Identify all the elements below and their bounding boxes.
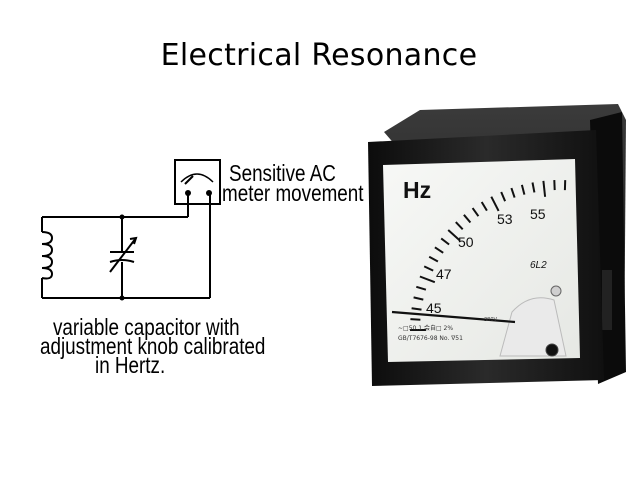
meter-fine-print-1: ~□50.1 会自□ 2% xyxy=(398,324,453,332)
meter-adjust-screw xyxy=(550,285,562,297)
scale-tick xyxy=(510,187,516,198)
meter-arc xyxy=(180,173,214,183)
scale-tick xyxy=(447,229,461,242)
meter-unit-label: Hz xyxy=(403,177,431,203)
meter-symbol-box xyxy=(174,159,221,205)
scale-label-45: 45 xyxy=(426,300,442,316)
meter-scale-ticks xyxy=(410,180,567,331)
scale-label-53: 53 xyxy=(497,211,513,227)
scale-tick xyxy=(419,275,436,284)
meter-pivot-cover xyxy=(499,297,567,357)
meter-knob xyxy=(545,343,559,357)
scale-tick xyxy=(500,191,507,202)
meter-fine-print-2: GB/T7676-98 No. ∇51 xyxy=(398,335,463,342)
meter-model-label: 6L2 xyxy=(530,260,547,271)
scale-tick xyxy=(490,196,500,212)
scale-tick xyxy=(480,201,488,212)
scale-tick xyxy=(463,214,472,224)
scale-tick xyxy=(434,246,444,254)
scale-tick xyxy=(542,180,547,197)
scale-tick xyxy=(471,207,480,217)
meter-fine-print-3: 380V xyxy=(484,317,498,323)
scale-tick xyxy=(410,318,421,321)
resonance-circuit-diagram xyxy=(41,159,221,301)
capacitor-variable-arrow xyxy=(109,237,137,273)
scale-tick xyxy=(413,296,424,301)
capacitor-label-line1: variable capacitor with xyxy=(53,314,240,340)
capacitor-plate-bottom xyxy=(109,259,135,263)
slide-title: Electrical Resonance xyxy=(160,38,478,73)
capacitor-label-line3: in Hertz. xyxy=(95,352,166,378)
meter-side-slot xyxy=(602,270,612,330)
meter-label-line2: meter movement xyxy=(222,180,364,206)
scale-label-55: 55 xyxy=(530,206,546,222)
meter-needle xyxy=(184,175,194,185)
scale-label-47: 47 xyxy=(436,266,452,282)
scale-tick xyxy=(455,221,464,230)
scale-tick xyxy=(531,182,536,193)
meter-label-line1: Sensitive AC xyxy=(229,160,336,186)
capacitor-arrow-head xyxy=(129,236,138,245)
scale-tick xyxy=(520,184,526,195)
scale-tick xyxy=(440,237,450,246)
scale-tick xyxy=(411,307,422,311)
scale-tick xyxy=(416,285,427,291)
scale-tick xyxy=(423,265,434,272)
capacitor-label-line2: adjustment knob calibrated xyxy=(40,333,266,359)
meter-needle-pointer xyxy=(391,310,516,324)
scale-label-50: 50 xyxy=(458,234,474,250)
inductor-coil xyxy=(41,231,54,280)
scale-tick xyxy=(428,255,439,263)
